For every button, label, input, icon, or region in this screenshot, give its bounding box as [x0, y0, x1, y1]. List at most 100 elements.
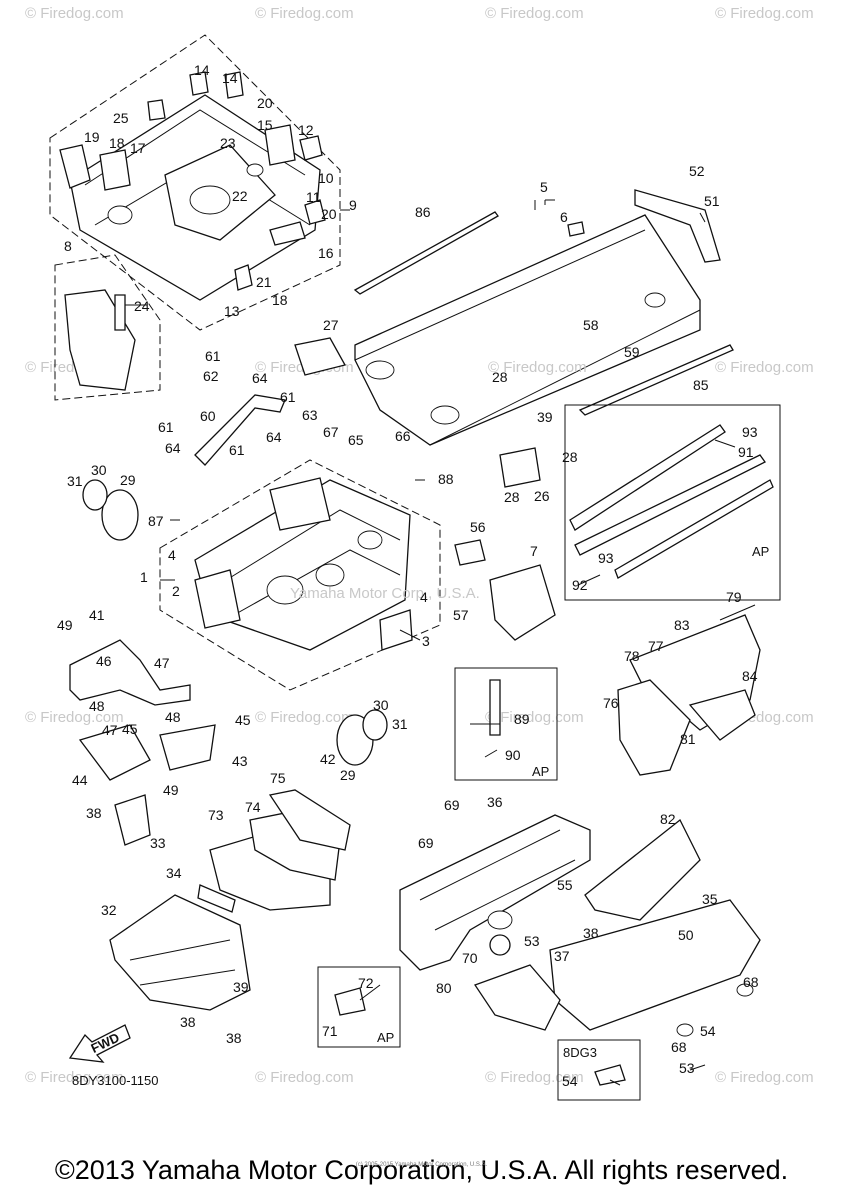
callout-19: 19: [84, 129, 100, 145]
callout-10: 10: [318, 170, 334, 186]
part-7-bracket: [489, 564, 556, 641]
callout-67: 67: [323, 424, 339, 440]
variant-label: 8DG3: [563, 1045, 597, 1060]
callout-28-3: 28: [504, 489, 520, 505]
part-5-tunnel: [354, 214, 701, 446]
part-35-panel: [549, 899, 761, 1031]
part-86-strip: [353, 211, 499, 295]
ap-label-rails: AP: [752, 544, 769, 559]
callout-79: 79: [726, 589, 742, 605]
callout-38-3: 38: [180, 1014, 196, 1030]
leader-line-16: [609, 1079, 621, 1086]
callout-93: 93: [742, 424, 758, 440]
callout-48: 48: [89, 698, 105, 714]
diagram-code: 8DY3100-1150: [72, 1073, 159, 1088]
callout-50: 50: [678, 927, 694, 943]
callout-11: 11: [306, 189, 321, 205]
callout-64-2: 64: [165, 440, 181, 456]
callout-80: 80: [436, 980, 452, 996]
callout-26: 26: [534, 488, 550, 504]
callout-44: 44: [72, 772, 88, 788]
fwd-arrow-icon: FWD: [68, 1024, 131, 1063]
callout-47-2: 47: [102, 722, 118, 738]
callout-69-2: 69: [418, 835, 434, 851]
callout-48-2: 48: [165, 709, 181, 725]
callout-38-2: 38: [583, 925, 599, 941]
callout-30: 30: [91, 462, 107, 478]
part-33-bracket: [114, 794, 151, 846]
center-watermark: © Firedog.com: [488, 359, 587, 376]
callout-53: 53: [524, 933, 540, 949]
callout-54: 54: [700, 1023, 716, 1039]
callout-39: 39: [537, 409, 553, 425]
watermark-3: © Firedog.com: [715, 5, 814, 22]
part-56-bracket: [454, 539, 486, 566]
callout-88: 88: [438, 471, 454, 487]
callout-72: 72: [358, 975, 374, 991]
part-60-bracket: [194, 394, 286, 466]
callout-89: 89: [514, 711, 530, 727]
part-34-plate: [197, 884, 236, 913]
callout-84: 84: [742, 668, 758, 684]
callout-64-3: 64: [266, 429, 282, 445]
part-75-cover: [268, 789, 351, 851]
callout-34: 34: [166, 865, 182, 881]
callout-56: 56: [470, 519, 486, 535]
watermark-layer: © Firedog.com © Firedog.com © Firedog.com ©…: [25, 5, 814, 1086]
callout-49-2: 49: [163, 782, 179, 798]
callout-53-2: 53: [679, 1060, 695, 1076]
callout-14-2: 14: [222, 70, 238, 86]
callout-15: 15: [257, 117, 273, 133]
callout-41: 41: [89, 607, 105, 623]
callout-22: 22: [232, 188, 248, 204]
part-76-guard: [617, 679, 691, 776]
callout-54-2: 54: [562, 1073, 578, 1089]
callout-25: 25: [113, 110, 129, 126]
callout-5: 5: [540, 179, 548, 195]
callout-13: 13: [224, 303, 240, 319]
callout-93-2: 93: [598, 550, 614, 566]
part-44-bracket: [78, 724, 151, 781]
callout-60: 60: [200, 408, 216, 424]
part-30-plate-right: [362, 709, 388, 741]
leader-line-14: [399, 629, 421, 641]
callout-86: 86: [415, 204, 431, 220]
part-32-nose-cover: [109, 894, 251, 1011]
callout-62: 62: [203, 368, 219, 384]
callout-87: 87: [148, 513, 164, 529]
watermark-11: © Firedog.com: [25, 1069, 124, 1086]
callout-52: 52: [689, 163, 705, 179]
callout-61-4: 61: [229, 442, 245, 458]
part-8-bracket: [54, 254, 161, 401]
callout-8: 8: [64, 238, 72, 254]
callout-76: 76: [603, 695, 619, 711]
callout-14: 14: [194, 62, 210, 78]
watermark-8: © Firedog.com: [255, 709, 354, 726]
callout-75: 75: [270, 770, 286, 786]
callout-1: 1: [140, 569, 148, 585]
part-36-cover: [399, 814, 591, 971]
callout-29-2: 29: [340, 767, 356, 783]
callout-66: 66: [395, 428, 411, 444]
watermark-9: © Firedog.com: [485, 709, 584, 726]
callout-27: 27: [323, 317, 339, 333]
callout-20-2: 20: [321, 206, 337, 222]
callout-64: 64: [252, 370, 268, 386]
callout-43: 43: [232, 753, 248, 769]
callout-68: 68: [743, 974, 759, 990]
callout-63: 63: [302, 407, 318, 423]
callout-55: 55: [557, 877, 573, 893]
leader-line-8: [484, 749, 498, 758]
leader-line-9: [719, 604, 756, 621]
callout-92: 92: [572, 577, 588, 593]
callout-6: 6: [560, 209, 568, 225]
callout-2: 2: [172, 583, 180, 599]
callout-65: 65: [348, 432, 364, 448]
callout-61: 61: [205, 348, 221, 364]
part-29-boot-left: [101, 489, 139, 541]
leader-line-11: [714, 439, 736, 448]
watermark-2: © Firedog.com: [485, 5, 584, 22]
fwd-label: FWD: [89, 1030, 122, 1056]
callout-81: 81: [680, 731, 696, 747]
